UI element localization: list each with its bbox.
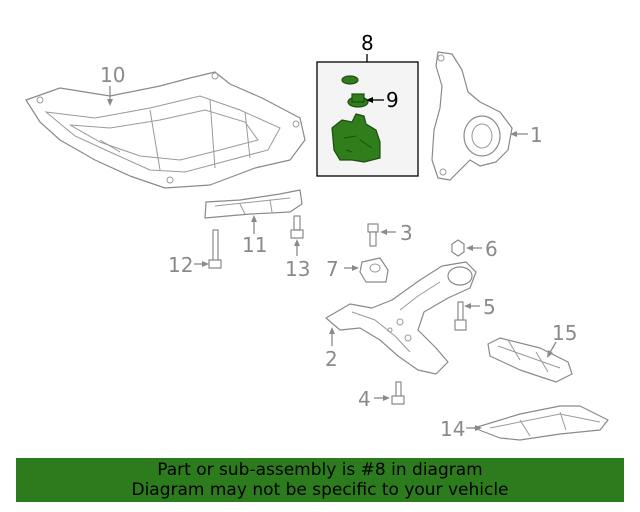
ball-joint-body [331, 113, 381, 163]
banner-line-1: Part or sub-assembly is #8 in diagram [157, 460, 483, 480]
bolt-part-4[interactable] [391, 381, 405, 405]
info-banner: Part or sub-assembly is #8 in diagram Di… [16, 458, 624, 502]
callout-11: 11 [242, 233, 267, 257]
callout-12: 12 [168, 253, 193, 277]
callout-14: 14 [440, 417, 465, 441]
bolt-part-12[interactable] [208, 229, 222, 269]
under-cover-part-15[interactable] [487, 337, 573, 383]
callout-2: 2 [325, 347, 338, 371]
callout-1: 1 [530, 123, 543, 147]
ball-joint-assembly-box[interactable] [316, 61, 419, 177]
steering-knuckle-part[interactable] [431, 51, 513, 181]
lower-control-arm-part[interactable] [325, 261, 477, 375]
callout-4: 4 [358, 387, 371, 411]
nut-part-6[interactable] [451, 239, 465, 257]
callout-3: 3 [400, 221, 413, 245]
callout-5: 5 [483, 295, 496, 319]
callout-7: 7 [326, 257, 339, 281]
crossmember-part[interactable] [25, 71, 306, 189]
parts-diagram: 10 8 9 1 11 12 [25, 31, 609, 441]
bracket-part-11[interactable] [204, 189, 303, 219]
callout-15: 15 [552, 321, 577, 345]
callout-9: 9 [386, 88, 399, 112]
bushing-part-7[interactable] [359, 257, 389, 283]
callout-10: 10 [100, 63, 125, 87]
callout-8: 8 [361, 31, 374, 55]
callout-6: 6 [485, 237, 498, 261]
engine-under-cover-part-14[interactable] [473, 405, 609, 441]
ball-joint-seal-ring [341, 75, 359, 85]
bolt-part-13[interactable] [290, 215, 304, 239]
banner-line-2: Diagram may not be specific to your vehi… [131, 480, 509, 500]
bolt-part-3[interactable] [367, 223, 379, 247]
callout-13: 13 [285, 257, 310, 281]
ball-joint-nut-9 [347, 93, 369, 108]
bolt-part-5[interactable] [454, 301, 467, 331]
